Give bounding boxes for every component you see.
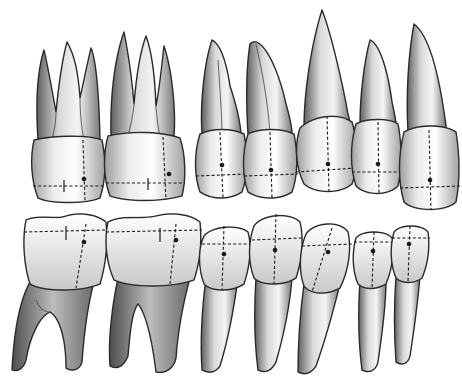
lower-premolar-1 bbox=[200, 226, 253, 372]
lower-lateral-incisor bbox=[353, 232, 394, 372]
lower-molar-1 bbox=[12, 214, 107, 371]
lower-central-incisor bbox=[391, 226, 430, 364]
upper-central-incisor bbox=[400, 24, 461, 210]
upper-premolar-1 bbox=[196, 40, 249, 198]
lower-molar-2 bbox=[106, 214, 202, 372]
upper-molar-2 bbox=[104, 32, 185, 201]
lower-premolar-2 bbox=[250, 214, 303, 372]
lower-canine bbox=[298, 224, 352, 374]
upper-premolar-2 bbox=[244, 42, 299, 198]
upper-canine bbox=[296, 10, 357, 192]
upper-molar-1 bbox=[32, 42, 105, 203]
lower-row bbox=[12, 214, 430, 374]
upper-row bbox=[32, 10, 460, 210]
upper-lateral-incisor bbox=[352, 40, 403, 194]
